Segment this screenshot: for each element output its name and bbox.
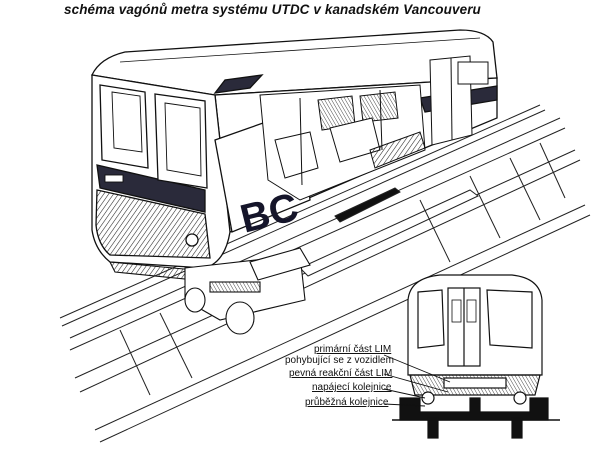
label-fixed-reaction-lim: pevná reakční část LIM [289,368,393,379]
bogie [109,247,311,335]
cutaway-interior [259,55,489,201]
label-running-rail: průběžná kolejnice [305,397,389,408]
diagram-title: schéma vagónů metra systému UTDC v kanad… [64,2,481,17]
label-moving-with-vehicle: pohybující se z vozidlem [285,355,394,366]
label-primary-lim: primární část LIM [314,344,392,355]
label-power-rail: napájecí kolejnice [312,382,392,393]
track [59,104,591,443]
label-leaders [383,354,451,407]
cross-section-inset [392,274,560,439]
